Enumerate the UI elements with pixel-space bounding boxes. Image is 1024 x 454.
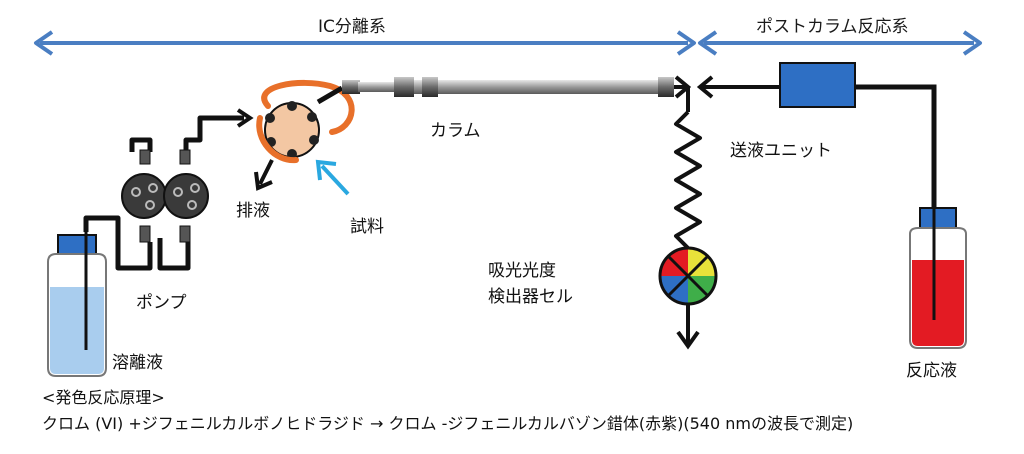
principle-reaction: クロム (VI) +ジフェニルカルボノヒドラジド → クロム -ジフェニルカルバ… [42,414,854,433]
pump-head-right [163,149,209,243]
waste-label: 排液 [236,201,270,221]
sample-label: 試料 [350,217,384,237]
delivery-unit [779,62,937,230]
detector-label-line2: 検出器セル [488,287,573,307]
reagent-label: 反応液 [906,361,957,381]
pump-label: ポンプ [136,293,187,313]
waste-arrow [254,159,274,191]
detector-outlet-arrow [676,304,700,350]
post-column-section-arrow [698,30,982,56]
principle-heading: <発色反応原理> [42,388,165,407]
detector-label-line1: 吸光光度 [488,261,556,281]
eluent-label: 溶離液 [112,353,163,373]
reagent-bottle [909,207,967,349]
ic-section-title: IC分離系 [318,17,386,37]
eluent-tubing [83,115,244,271]
mixing-point [674,75,780,112]
delivery-unit-label: 送液ユニット [730,141,832,161]
eluent-bottle [47,232,107,377]
ic-section-arrow [34,30,696,56]
column [342,77,674,97]
column-label: カラム [430,121,481,141]
reaction-coil [674,110,702,250]
sample-arrow [315,159,350,196]
post-column-section-title: ポストカラム反応系 [756,17,909,37]
injection-valve [256,79,355,164]
detector-cell [658,246,718,306]
valve-inlet-arrowhead [236,108,254,128]
pump-head-left [121,149,167,243]
